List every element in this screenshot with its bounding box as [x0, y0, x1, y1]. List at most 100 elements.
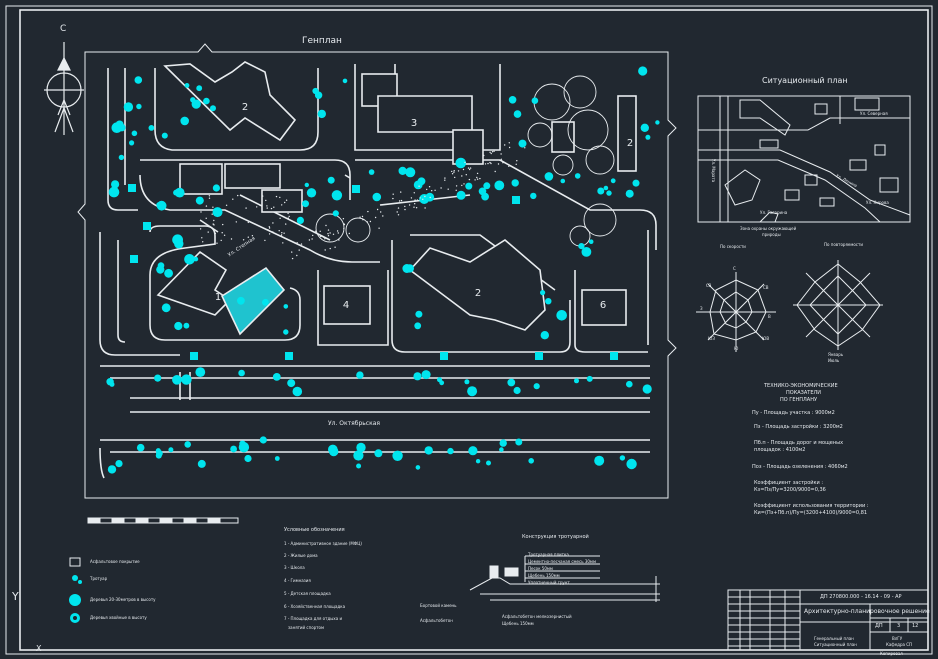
tree-icon	[131, 130, 138, 137]
tree-icon	[237, 296, 245, 305]
building-numbers: 1 2 2 2 3 4 6	[215, 102, 633, 311]
tree-icon	[556, 310, 567, 321]
sit-label-4: Ул. Гагарина	[760, 210, 788, 215]
tree-icon	[259, 436, 267, 444]
tree-icon	[283, 304, 289, 309]
paving-dot	[247, 221, 249, 224]
tree-icon	[507, 378, 516, 387]
paving-dot	[214, 232, 217, 235]
construction-layer-3: Песок 50мм	[528, 566, 553, 571]
tree-icon	[164, 268, 174, 278]
tree-icon	[292, 386, 303, 397]
paving-dot	[337, 232, 339, 234]
tep-title-1: ТЕХНИКО-ЭКОНОМИЧЕСКИЕ	[764, 383, 838, 389]
tree-icon	[530, 192, 537, 200]
situational-plan-title: Ситуационный план	[762, 76, 848, 85]
tree-icon	[574, 173, 581, 179]
tree-icon	[533, 383, 540, 390]
tree-icon	[168, 447, 174, 453]
paving-dot	[515, 163, 517, 165]
tree-icon	[405, 264, 414, 273]
tree-icon	[486, 460, 491, 466]
tree-icon	[115, 460, 123, 468]
tree-icon	[513, 110, 522, 118]
building-label: 2	[242, 102, 248, 113]
paving-dot	[362, 219, 364, 221]
building-label: 1	[215, 292, 221, 303]
tree-icon	[415, 465, 421, 470]
tree-icon	[136, 103, 142, 110]
tree-icon	[183, 322, 190, 329]
tree-icon	[195, 196, 204, 205]
paving-dot	[208, 195, 211, 197]
paving-dot	[329, 247, 331, 250]
paving-dot	[457, 170, 460, 172]
paving-dot	[499, 159, 501, 161]
playground-circles	[315, 75, 617, 247]
tree-icon	[513, 386, 521, 395]
paving-dot	[516, 160, 518, 162]
axis-y-label: Y	[12, 590, 19, 603]
tree-icon	[353, 450, 364, 461]
legend-item-trees-conifer: Деревья хвойные в высоту	[90, 615, 147, 620]
paving-dot	[461, 184, 463, 187]
tep-title-2: ПОКАЗАТЕЛИ	[786, 390, 822, 396]
sit-label-5: Ул. Кирова	[866, 200, 889, 205]
tree-icon	[212, 184, 220, 192]
paving-dot	[398, 200, 401, 202]
paving-dot	[220, 239, 222, 242]
paving-dot	[497, 163, 500, 165]
tree-icon	[518, 139, 527, 148]
explication-item-7: 7 - Площадка для отдыха и	[284, 616, 343, 621]
wind-dir-se: ЮВ	[762, 336, 770, 341]
building-label: 4	[343, 300, 349, 311]
tree-icon	[136, 443, 145, 452]
paving-dot	[322, 236, 325, 238]
explication-item-2: 2 - Жилые дома	[284, 553, 318, 558]
sit-note-2: природы	[762, 232, 781, 237]
title-block-code: ДП 270800.000 - 16.14 - 09 - АР	[820, 594, 902, 600]
tep-area-paved-2: площадок : 4100м2	[754, 447, 806, 453]
tree-icon	[296, 216, 304, 224]
paving-dot	[462, 168, 465, 171]
paving-dot	[367, 210, 369, 213]
tree-icon	[455, 157, 467, 169]
tree-icon	[129, 140, 135, 146]
tree-icon	[332, 210, 339, 217]
paving-dot	[404, 205, 406, 208]
tree-icon	[212, 207, 223, 218]
paving-dot	[408, 204, 411, 206]
paving-dot	[397, 214, 400, 216]
paving-dot	[259, 204, 261, 207]
tree-icon	[148, 125, 155, 131]
paving-dot	[199, 228, 202, 230]
paving-dot	[270, 207, 273, 210]
paving-dot	[414, 203, 416, 205]
paving-dot	[281, 232, 283, 234]
tree-icon	[174, 321, 183, 331]
paving-dot	[222, 223, 224, 226]
tree-icon	[531, 97, 539, 104]
paving-dot	[469, 167, 472, 169]
tree-icon	[115, 120, 124, 129]
tree-icon	[331, 190, 343, 201]
tree-icon	[184, 441, 191, 448]
paving-dot	[476, 176, 478, 179]
paving-dot	[424, 207, 426, 209]
tree-icon	[545, 298, 552, 305]
paving-dot	[419, 197, 421, 199]
paving-dot	[287, 212, 289, 215]
tree-icon	[368, 169, 375, 175]
tree-icon	[494, 180, 505, 191]
paving-dot	[279, 217, 281, 219]
explication-title: Условные обозначения	[284, 527, 345, 533]
tep-area-site: Пу - Площадь участка : 9000м2	[752, 410, 835, 416]
paving-dot	[324, 238, 326, 240]
compass-letter: С	[60, 24, 67, 34]
tree-icon	[123, 102, 134, 112]
paving-dot	[382, 215, 384, 217]
paving-dot	[484, 163, 487, 165]
tree-icon	[262, 299, 269, 306]
tree-icon	[342, 78, 348, 84]
tree-icon	[499, 439, 507, 447]
